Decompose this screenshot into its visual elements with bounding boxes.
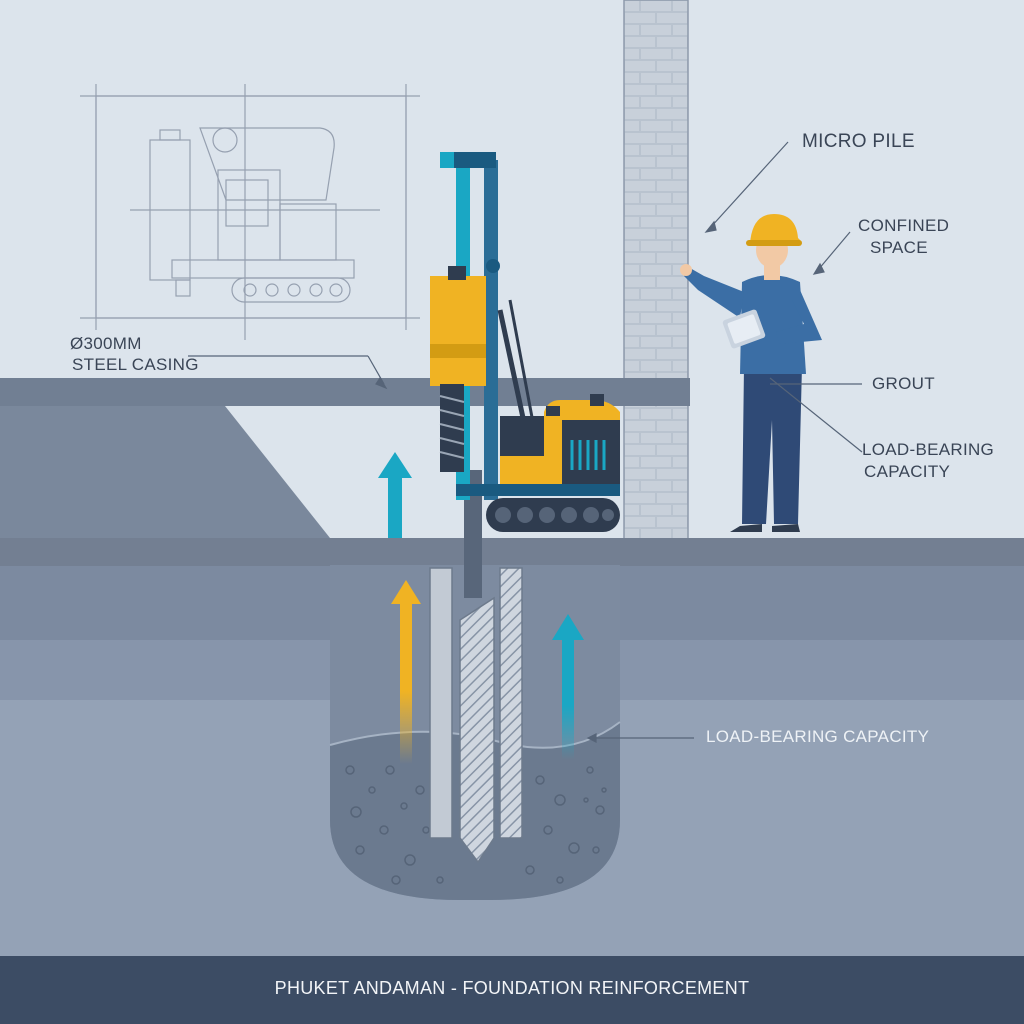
steel-casing-left [430, 568, 452, 838]
brick-column [624, 0, 688, 540]
load-bearing-label: LOAD-BEARING [862, 438, 994, 462]
steel-casing-right [500, 568, 522, 838]
grout-label: GROUT [872, 372, 935, 396]
steel-casing-label: STEEL CASING [72, 353, 199, 377]
space-label: SPACE [870, 236, 928, 260]
footer-title: PHUKET ANDAMAN - FOUNDATION REINFORCEMEN… [0, 978, 1024, 999]
load-bearing-capacity-lower-label: LOAD-BEARING CAPACITY [706, 725, 929, 749]
micro-pile-shaft [460, 598, 494, 862]
micro-pile-label: MICRO PILE [802, 130, 915, 154]
confined-label: CONFINED [858, 214, 949, 238]
capacity-label: CAPACITY [864, 460, 950, 484]
ground-surface [0, 538, 1024, 568]
